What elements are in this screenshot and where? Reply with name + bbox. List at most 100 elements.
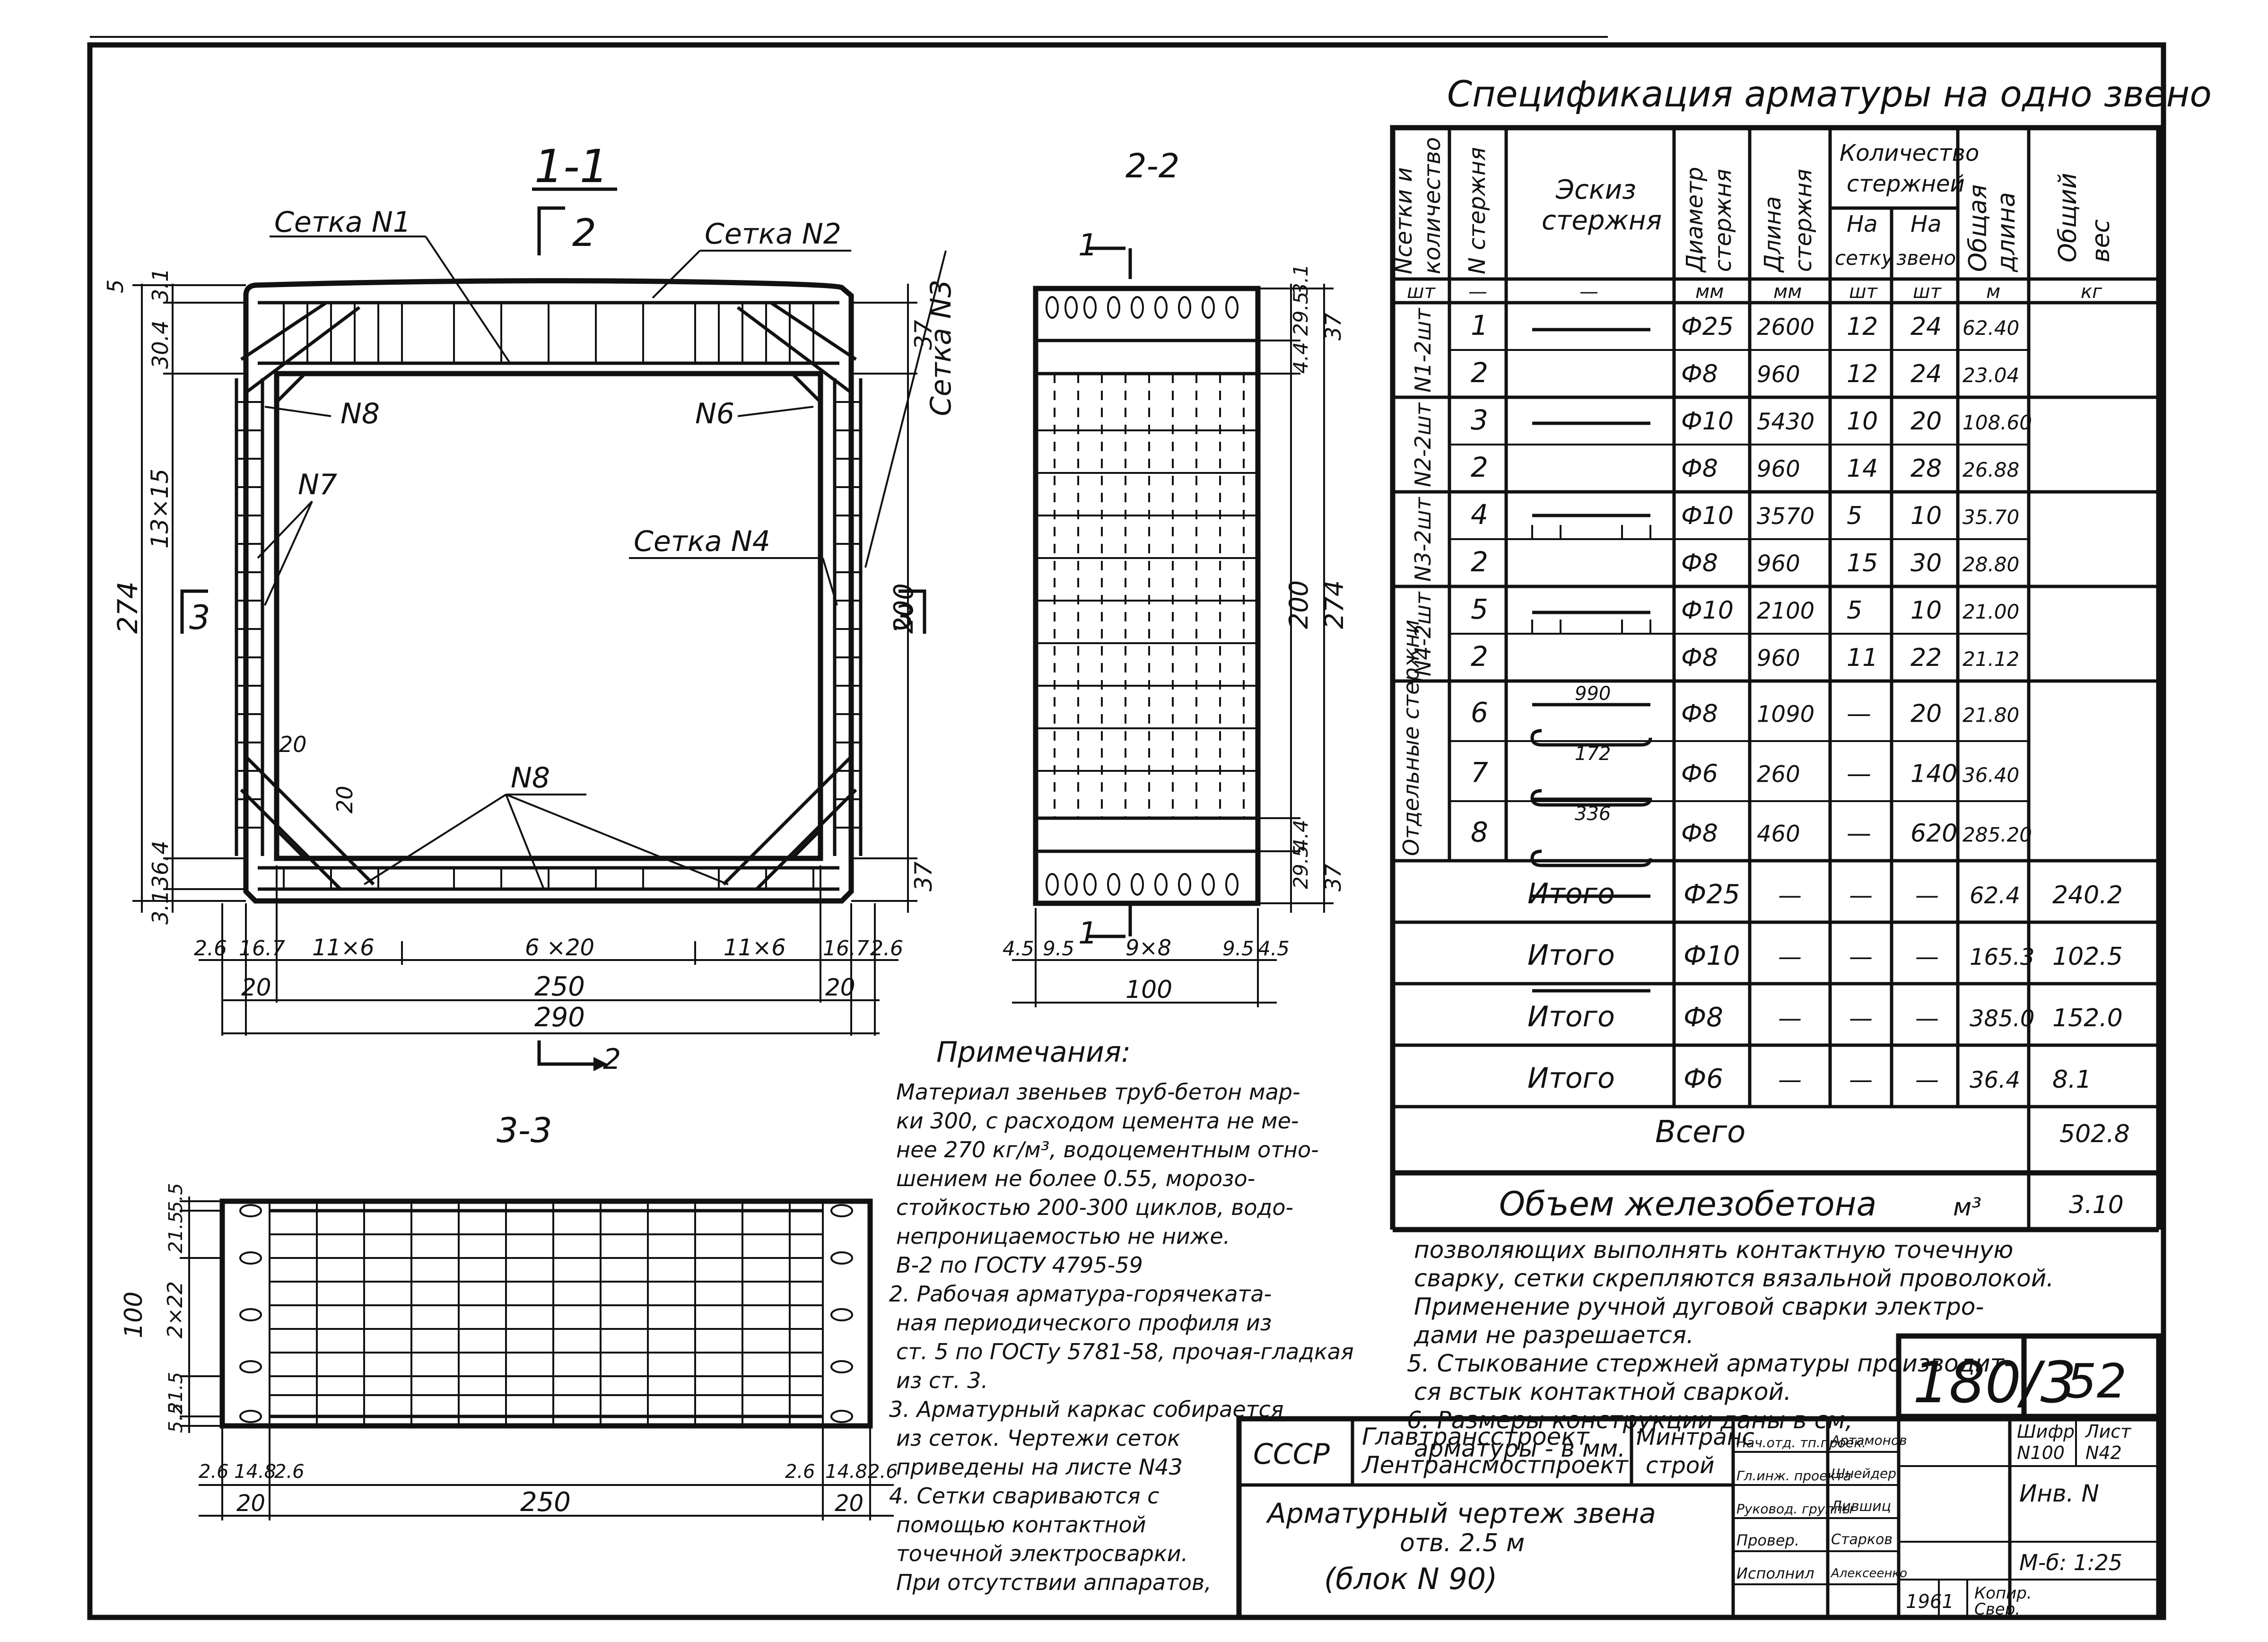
- section-3-3-title: 3-3: [497, 1110, 552, 1150]
- spec-row-total: 36.40: [1963, 763, 2019, 786]
- unit-total-w: кг: [2081, 281, 2102, 303]
- stamp-ministry-2: строй: [1646, 1452, 1714, 1479]
- unit-qty-mesh: шт: [1849, 281, 1878, 303]
- spec-row-len: 2100: [1757, 598, 1814, 624]
- spec-total-label: Итого: [1527, 877, 1615, 910]
- spec-row-rod: 2: [1471, 451, 1488, 483]
- spec-total-c: —: [1915, 1004, 1939, 1032]
- notes-left-line: нее 270 кг/м³, водоцементным отно-: [896, 1137, 1319, 1162]
- dim-3-3-100: 100: [120, 1292, 148, 1338]
- notes-right-line: 5. Стыкование стержней арматуры производ…: [1407, 1350, 2013, 1377]
- unit-diam: мм: [1695, 281, 1724, 303]
- spec-row-qty-link: 140: [1910, 760, 1957, 788]
- spec-row-len: 260: [1757, 761, 1800, 787]
- dim-3-3-21-5-bottom: 21.5: [165, 1372, 187, 1414]
- section-2-2-outline: [1033, 286, 1261, 906]
- group-n1: N1-2шт: [1410, 307, 1436, 393]
- spec-row-total: 108.60: [1963, 411, 2032, 434]
- dim-2-2-9-5-left: 9.5: [1043, 937, 1074, 960]
- spec-total-a: —: [1778, 1066, 1802, 1093]
- hdr-total-w-1: Общий: [2054, 173, 2082, 262]
- inventory-label: Инв. N: [2019, 1480, 2099, 1507]
- dim-6x20: 6 ×20: [525, 935, 594, 961]
- spec-row-qty-mesh: —: [1847, 760, 1871, 788]
- spec-row-diam: Ф8: [1681, 644, 1718, 672]
- spec-table: Спецификация арматуры на одно звено: [1390, 73, 2212, 1176]
- section-2-2-title: 2-2: [1125, 147, 1179, 185]
- dim-2-2-9-5-right: 9.5: [1222, 937, 1254, 960]
- unit-len: мм: [1773, 281, 1802, 303]
- spec-row-qty-mesh: 15: [1847, 549, 1878, 577]
- spec-row-qty-link: 620: [1910, 820, 1957, 848]
- rod-n8-label-top: N8: [340, 397, 380, 430]
- name-5: Алексеенко: [1830, 1566, 1907, 1581]
- dim-37-top: 37: [910, 320, 937, 350]
- spec-total-diam: Ф6: [1684, 1064, 1723, 1094]
- dim-3-3-14-8-right: 14.8: [825, 1461, 867, 1483]
- name-3: Лившиц: [1831, 1498, 1891, 1515]
- dim-13x15: 13×15: [146, 469, 174, 549]
- spec-total-weight: 152.0: [2052, 1004, 2123, 1032]
- sheetno-value: N42: [2085, 1442, 2122, 1463]
- dim-2-2-274: 274: [1319, 580, 1349, 629]
- spec-total-label: Итого: [1527, 1000, 1615, 1033]
- dim-30-4: 30.4: [148, 321, 173, 369]
- dim-2-2-9x8: 9×8: [1125, 935, 1171, 961]
- spec-total-weight: 102.5: [2052, 943, 2123, 971]
- spec-row-rod: 6: [1471, 696, 1488, 728]
- spec-row-qty-link: 20: [1910, 699, 1942, 728]
- spec-row-qty-link: 10: [1910, 596, 1942, 625]
- dim-3-3-250: 250: [520, 1487, 571, 1518]
- spec-total-b: —: [1849, 943, 1873, 970]
- box-outer-contour: [243, 278, 854, 904]
- dim-2-6-right: 2.6: [870, 936, 903, 961]
- cut-1-label-bottom: 1: [1078, 916, 1098, 951]
- cut-2-label-bottom: 2: [603, 1043, 621, 1076]
- notes-right-line: Применение ручной дуговой сварки электро…: [1414, 1293, 1984, 1320]
- notes-right-line: ся встык контактной сваркой.: [1414, 1378, 1791, 1406]
- notes-left-line: ки 300, с расходом цемента не ме-: [896, 1108, 1299, 1134]
- hdr-qty-mesh-1: На: [1847, 211, 1878, 237]
- spec-row-diam: Ф8: [1681, 360, 1718, 388]
- rod-n6-label: N6: [695, 397, 734, 430]
- spec-row-len: 960: [1757, 645, 1800, 672]
- dim-3-1-top: 3.1: [148, 268, 173, 303]
- spec-row-rod: 1: [1471, 309, 1488, 341]
- spec-total-a: —: [1778, 1004, 1802, 1032]
- hdr-diam-2: стержня: [1710, 169, 1736, 272]
- spec-row-total: 23.04: [1963, 364, 2019, 387]
- dim-274-left: 274: [112, 581, 144, 634]
- spec-row-qty-link: 28: [1910, 454, 1942, 483]
- notes-left-line: ная периодического профиля из: [896, 1310, 1272, 1336]
- dim-250: 250: [534, 971, 585, 1002]
- hdr-mesh-2: количество: [1419, 137, 1446, 274]
- spec-row-rod: 2: [1471, 546, 1488, 578]
- dim-20-left: 20: [241, 974, 271, 1001]
- spec-row-qty-mesh: 5: [1847, 596, 1862, 625]
- notes-right: позволяющих выполнять контактную точечну…: [1407, 1236, 2054, 1462]
- spec-row-diam: Ф6: [1681, 760, 1718, 788]
- hdr-qty-link-2: звено: [1896, 246, 1956, 270]
- role-4: Провер.: [1736, 1531, 1799, 1549]
- hdr-qty-link-1: На: [1910, 211, 1942, 237]
- spec-total-c: —: [1915, 1066, 1939, 1093]
- notes-left-line: В-2 по ГОСТУ 4795-59: [896, 1252, 1143, 1278]
- dim-16-7-right: 16.7: [823, 936, 869, 961]
- grand-total-value: 502.8: [2059, 1120, 2130, 1148]
- spec-row-rod: 5: [1471, 593, 1488, 625]
- unit-mesh: шт: [1407, 281, 1436, 303]
- stamp-title-2: отв. 2.5 м: [1400, 1529, 1525, 1557]
- section-3-3-outline: [219, 1198, 873, 1429]
- spec-row-len: 5430: [1757, 409, 1814, 435]
- spec-row-qty-mesh: 14: [1847, 454, 1878, 483]
- spec-row-total: 35.70: [1963, 506, 2019, 529]
- volume-label-text: Объем железобетона: [1499, 1185, 1876, 1223]
- dim-2-2-4-5-left: 4.5: [1003, 937, 1034, 960]
- mesh-1-label: Сетка N1: [274, 206, 411, 239]
- dim-3-3-2-6-c: 2.6: [785, 1461, 815, 1483]
- cut-marker-2-top: [537, 206, 565, 255]
- spec-total-label: Итого: [1527, 1062, 1615, 1095]
- cut-3-label-right: 3: [894, 598, 915, 637]
- spec-total-len: 62.4: [1970, 882, 2020, 909]
- hdr-mesh-1: Nсетки и: [1391, 167, 1417, 274]
